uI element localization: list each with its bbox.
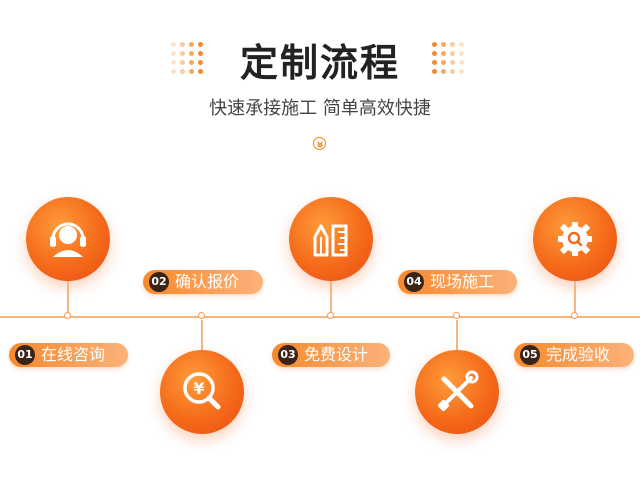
timeline-line — [0, 316, 640, 318]
timeline-node — [571, 312, 578, 319]
step-label: 现场施工 — [430, 272, 495, 291]
page-subtitle: 快速承接施工 简单高效快捷 — [209, 98, 431, 119]
step-stem — [201, 320, 203, 351]
step-pill: 01 在线咨询 — [9, 343, 128, 367]
timeline-node — [64, 312, 71, 319]
step-pill: 02 确认报价 — [143, 270, 263, 294]
step-number: 03 — [278, 345, 298, 365]
step-number: 02 — [149, 272, 169, 292]
dots-right-decoration — [432, 42, 466, 74]
timeline-node — [327, 312, 334, 319]
step-label: 免费设计 — [304, 345, 369, 364]
dots-left-decoration — [171, 42, 205, 74]
step-stem — [67, 281, 69, 314]
svg-text:¥: ¥ — [193, 379, 204, 398]
step-label: 在线咨询 — [41, 345, 106, 364]
step-pill: 05 完成验收 — [514, 343, 634, 367]
step-number: 01 — [15, 345, 35, 365]
tools-icon — [415, 350, 499, 434]
chevron-down-circle-icon — [313, 137, 326, 150]
step-number: 04 — [404, 272, 424, 292]
step-stem — [330, 281, 332, 314]
step-stem — [574, 281, 576, 314]
timeline-node — [198, 312, 205, 319]
step-stem — [456, 320, 458, 351]
step-pill: 03 免费设计 — [272, 343, 390, 367]
gear-check-icon — [533, 197, 617, 281]
yen-search-icon: ¥ — [160, 350, 244, 434]
step-number: 05 — [520, 345, 540, 365]
step-label: 确认报价 — [175, 272, 240, 291]
page-title: 定制流程 — [239, 41, 400, 85]
ruler-pencil-icon — [289, 197, 373, 281]
step-label: 完成验收 — [546, 345, 611, 364]
step-pill: 04 现场施工 — [398, 270, 517, 294]
timeline-node — [453, 312, 460, 319]
headset-icon — [26, 197, 110, 281]
